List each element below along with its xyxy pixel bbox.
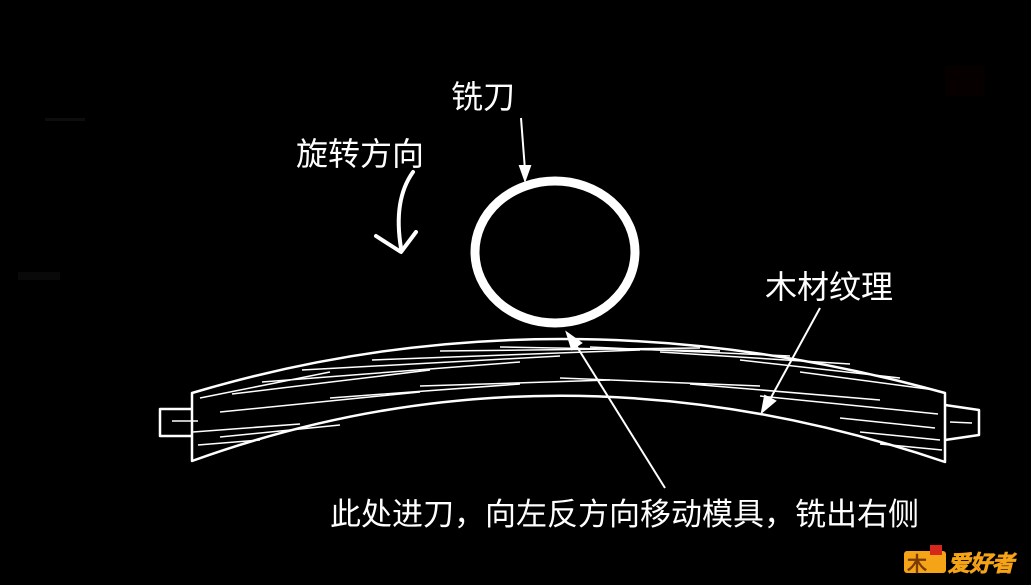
background-artifacts	[18, 66, 985, 280]
board-outline	[190, 337, 947, 464]
right-tenon	[944, 403, 981, 442]
instruction-pointer-head	[565, 330, 583, 351]
grain-pointer-head	[760, 394, 777, 415]
wood-grain-label: 木材纹理	[765, 268, 893, 306]
site-logo: 木 爱好者	[904, 545, 1017, 577]
cutter-pointer-head	[518, 165, 532, 183]
rotation-direction-label: 旋转方向	[296, 135, 424, 173]
wood-grain-lines	[172, 346, 973, 451]
logo-text: 爱好者	[948, 552, 1017, 577]
logo-mark-text: 木	[906, 552, 928, 576]
pointer-arrows	[518, 117, 821, 489]
milling-cutter-circle	[470, 176, 640, 328]
instruction-pointer-line	[573, 341, 666, 489]
instruction-label: 此处进刀，向左反方向移动模具，铣出右侧	[330, 497, 919, 533]
logo-mark-icon: 木	[904, 545, 946, 576]
left-tenon	[158, 407, 192, 438]
rotation-arrow-icon	[374, 170, 418, 254]
wood-workpiece	[158, 337, 981, 464]
cutter-label: 铣刀	[451, 78, 515, 116]
cutter-pointer-line	[520, 117, 526, 171]
grain-pointer-line	[767, 307, 821, 404]
